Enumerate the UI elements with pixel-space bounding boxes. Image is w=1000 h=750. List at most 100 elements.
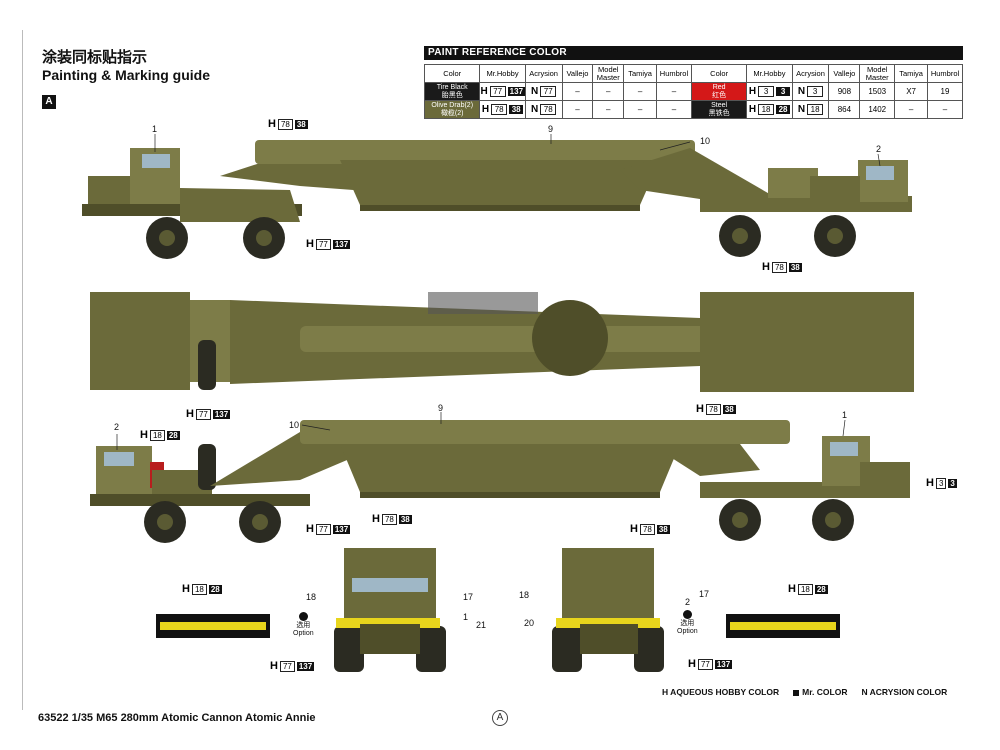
front-windshield bbox=[352, 578, 428, 592]
top-turntable bbox=[532, 300, 608, 376]
legend-mr-color: Mr. COLOR bbox=[793, 687, 847, 697]
hazard-decal-right bbox=[726, 614, 840, 638]
front-tire-right bbox=[416, 626, 446, 672]
paint-table: Color Mr.Hobby Acrysion Vallejo Model Ma… bbox=[423, 64, 963, 119]
col-model-master: Model Master bbox=[859, 64, 896, 83]
option-dot-icon bbox=[682, 610, 692, 619]
part-number: 18 bbox=[306, 592, 317, 602]
col-acrysion: Acrysion bbox=[524, 64, 563, 83]
carriage-right-arm bbox=[620, 148, 780, 208]
legend-aqueous: H AQUEOUS HOBBY COLOR bbox=[662, 687, 780, 697]
front-tire-left bbox=[334, 626, 364, 672]
cab2-window bbox=[104, 452, 134, 466]
swatch-olive-drab: Olive Drab(2)橄榄(2) bbox=[423, 100, 481, 119]
sheet-border bbox=[22, 30, 979, 710]
spare-tire bbox=[198, 444, 216, 490]
side-view-2 bbox=[90, 420, 910, 543]
front-grille bbox=[360, 624, 420, 654]
carriage-base bbox=[360, 205, 640, 211]
part-number: 10 bbox=[289, 420, 300, 430]
cannon2-barrel bbox=[300, 420, 790, 444]
front-hazard-bumper bbox=[336, 618, 440, 628]
color-legend: H AQUEOUS HOBBY COLOR Mr. COLOR N ACRYSI… bbox=[662, 687, 947, 697]
top-left-truck bbox=[90, 292, 190, 390]
part-number: 1 bbox=[463, 612, 469, 622]
hazard-decal-left bbox=[156, 614, 270, 638]
part-number: 20 bbox=[524, 618, 535, 628]
rear-tire-right bbox=[634, 626, 664, 672]
rear-frame bbox=[580, 624, 638, 654]
leader-lines bbox=[116, 134, 881, 450]
title-english: Painting & Marking guide bbox=[42, 67, 211, 83]
carriage2-base bbox=[360, 492, 660, 498]
paint-reference-table: PAINT REFERENCE COLOR Color Mr.Hobby Acr… bbox=[423, 46, 963, 119]
top-view bbox=[90, 292, 914, 392]
option-dot-icon bbox=[298, 612, 308, 621]
wheel-hub bbox=[159, 230, 175, 246]
part-number: 2 bbox=[876, 144, 882, 154]
wheel-hub bbox=[827, 228, 843, 244]
product-footer: 63522 1/35 M65 280mm Atomic Cannon Atomi… bbox=[38, 712, 316, 724]
wheel-hub bbox=[252, 514, 268, 530]
part-number: 10 bbox=[700, 136, 711, 146]
right-truck-hood bbox=[810, 176, 860, 206]
part-number: 9 bbox=[438, 403, 444, 413]
page-mark: A bbox=[492, 710, 508, 726]
part-number: 17 bbox=[699, 589, 710, 599]
carriage-body bbox=[340, 160, 660, 205]
wheel-hub bbox=[732, 228, 748, 244]
carriage2-left-arm bbox=[210, 432, 380, 486]
top-right-truck bbox=[700, 292, 914, 392]
rear-tire-left bbox=[552, 626, 582, 672]
legend-acrysion: N ACRYSION COLOR bbox=[861, 687, 948, 697]
front-view bbox=[334, 548, 446, 672]
truck2-window bbox=[830, 442, 858, 456]
part-number: 18 bbox=[519, 590, 530, 600]
wheel-hub bbox=[256, 230, 272, 246]
side-view-1 bbox=[82, 140, 912, 259]
rear-view bbox=[552, 548, 664, 672]
part-number: 2 bbox=[685, 597, 691, 607]
truck2-hood bbox=[860, 462, 910, 488]
right-truck-window bbox=[866, 166, 894, 180]
cannon-barrel bbox=[255, 140, 695, 164]
top-vents bbox=[428, 292, 538, 314]
title-chinese: 涂装同标贴指示 bbox=[42, 49, 148, 66]
wheel-hub bbox=[157, 514, 173, 530]
wheel-hub bbox=[825, 512, 841, 528]
section-badge: A bbox=[42, 95, 56, 109]
rear-hazard-bumper bbox=[556, 618, 660, 628]
spare-tire bbox=[198, 340, 216, 390]
part-number: 1 bbox=[152, 124, 158, 134]
part-number: 2 bbox=[114, 422, 120, 432]
right-truck-body bbox=[768, 168, 818, 198]
carriage2-right-arm bbox=[650, 444, 760, 476]
part-number: 21 bbox=[476, 620, 487, 630]
part-number: 17 bbox=[463, 592, 474, 602]
paint-reference-title: PAINT REFERENCE COLOR bbox=[424, 46, 963, 60]
square-icon bbox=[793, 689, 800, 696]
cab2-chassis bbox=[90, 494, 310, 506]
left-truck-window bbox=[142, 154, 170, 168]
